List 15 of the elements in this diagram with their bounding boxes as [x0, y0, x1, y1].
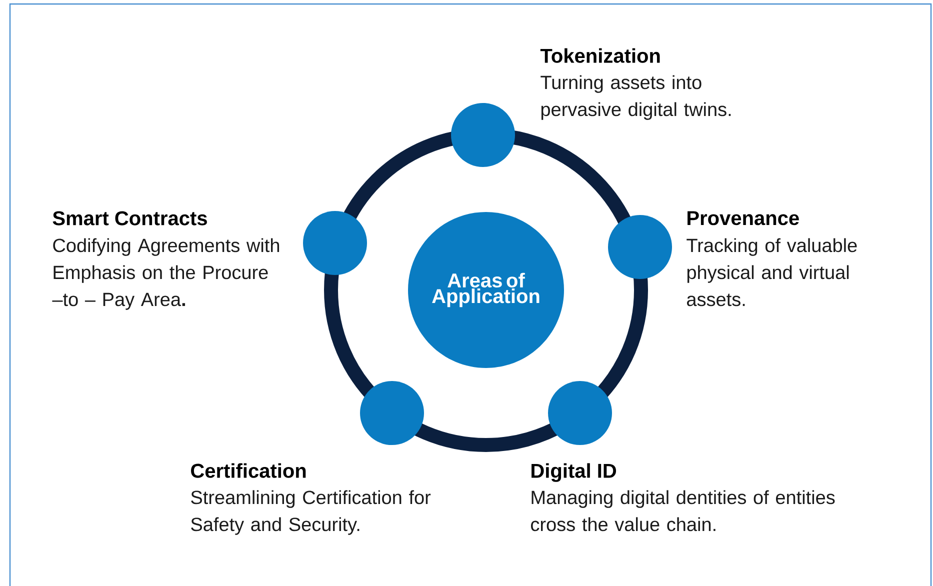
description: Tracking of valuable physical and virtual assets.	[686, 238, 857, 306]
dot	[303, 211, 367, 275]
description: Turning assets into pervasive digital twins.	[540, 75, 731, 120]
heading: Provenance	[688, 211, 799, 226]
dot	[608, 215, 672, 279]
description: Streamlining Certification for Safety and Security.	[191, 490, 431, 535]
dot	[360, 381, 424, 445]
heading: Smart Contracts	[52, 211, 207, 226]
heading: Tokenization	[540, 48, 660, 63]
heading: Digital ID	[532, 463, 616, 482]
description: Managing digital dentities of entities cross the value chain.	[531, 490, 835, 532]
dot	[451, 103, 515, 167]
heading: Certification	[191, 463, 306, 478]
description: Codifying Agreements with Emphasis on the Procure –to – Pay Area.	[52, 238, 280, 310]
dot	[548, 381, 612, 445]
